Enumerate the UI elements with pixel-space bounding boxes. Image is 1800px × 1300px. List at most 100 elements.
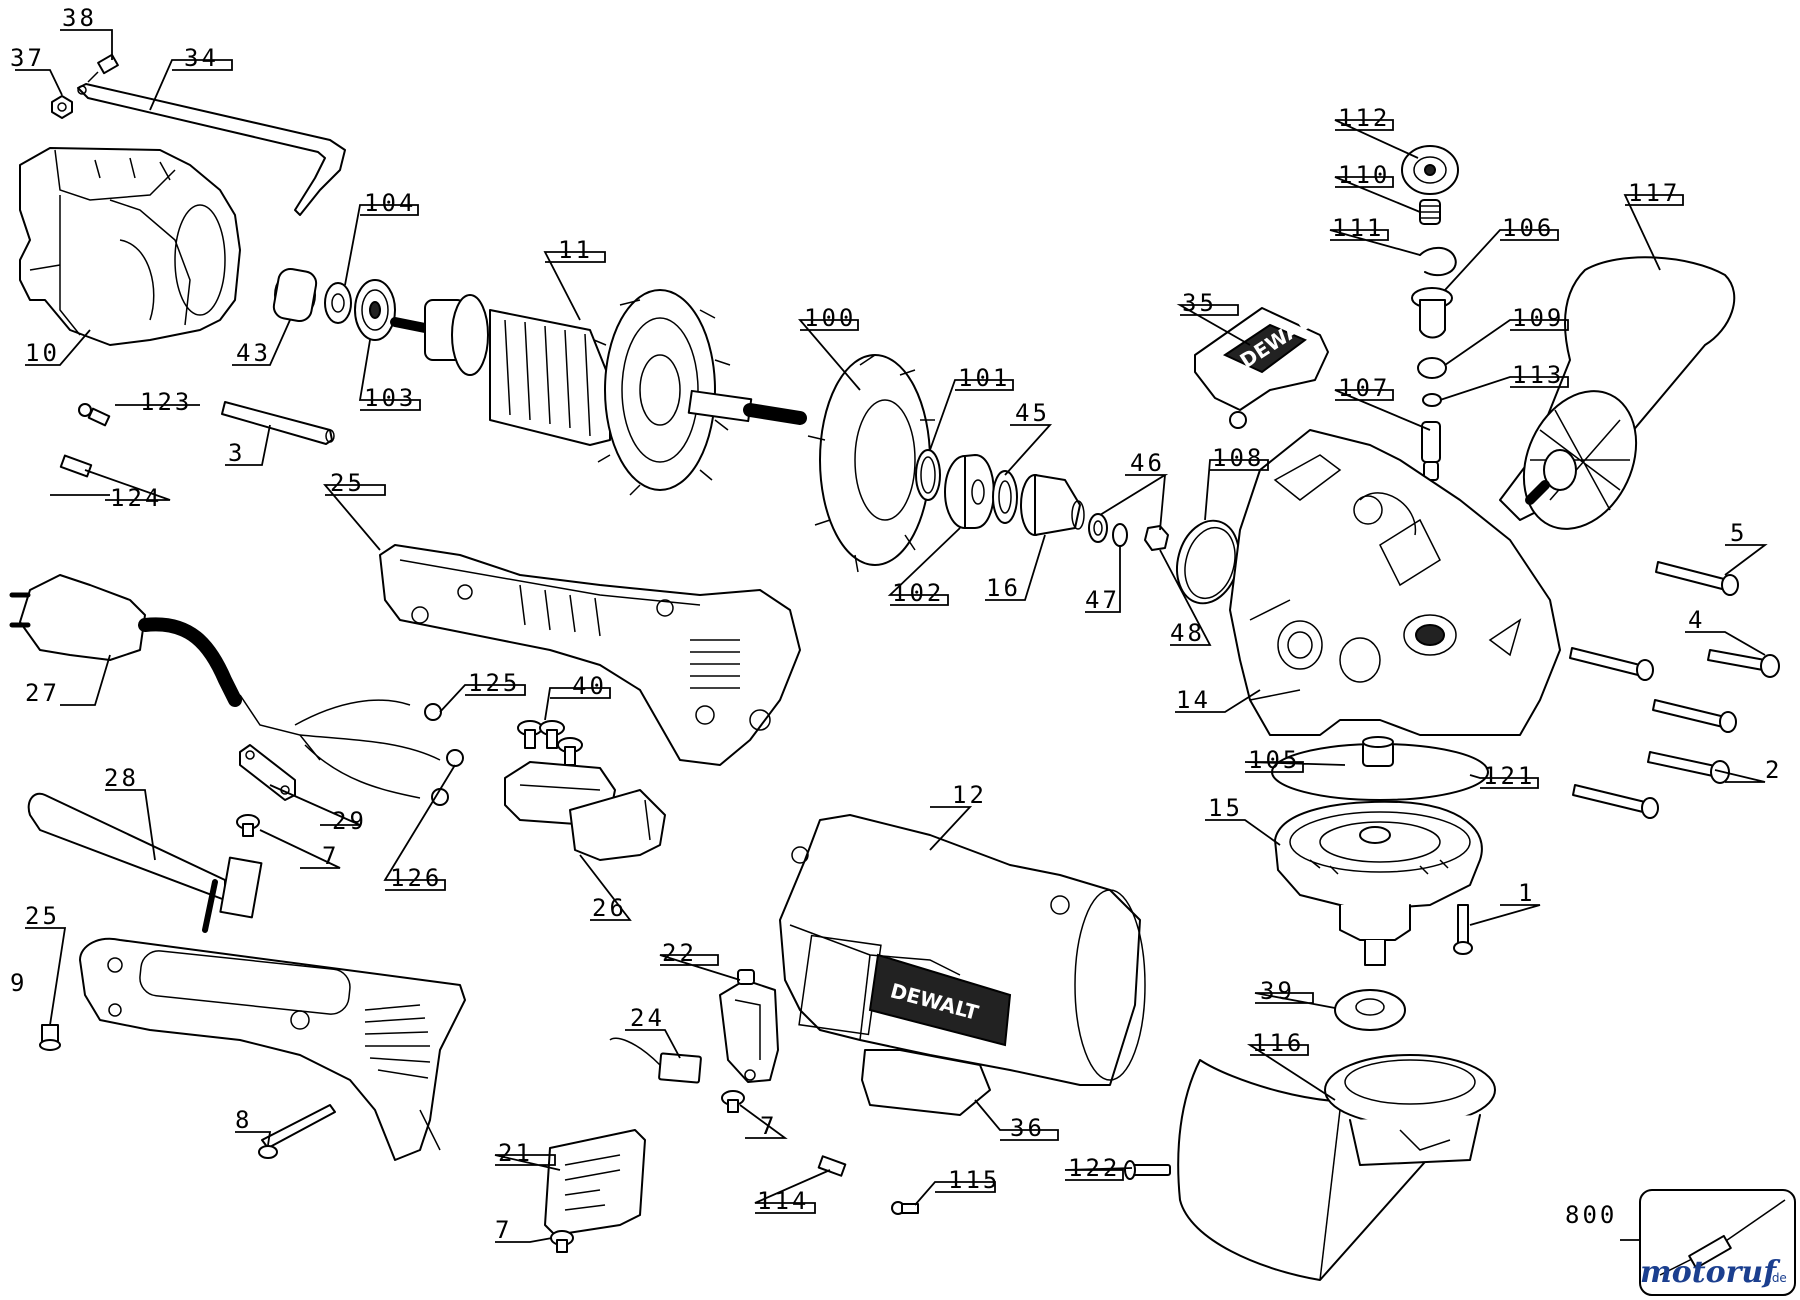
part-screw-mid-2 [1652, 699, 1737, 733]
part-101-circlip [915, 449, 941, 501]
callout-11: 11 [558, 236, 593, 264]
part-106-bushing [1411, 287, 1453, 339]
part-25-handle-half-lower [79, 937, 466, 1161]
callout-124: 124 [110, 484, 162, 512]
part-3-rod [221, 401, 335, 445]
callout-22: 22 [662, 939, 697, 967]
part-35-brand-badge: DEWALT [1194, 304, 1329, 429]
callout-7-a: 7 [322, 842, 339, 870]
callout-109: 109 [1512, 304, 1564, 332]
watermark-suffix: .de [1768, 1271, 1787, 1285]
part-125-terminal [424, 703, 442, 721]
callout-35: 35 [1182, 289, 1217, 317]
callout-3: 3 [228, 439, 245, 467]
callout-10: 10 [25, 339, 60, 367]
part-46-washer [1088, 513, 1108, 543]
part-37-nut [51, 95, 73, 119]
part-39-bearing [1334, 989, 1406, 1031]
part-47-lock-washer [1112, 523, 1128, 547]
callout-123: 123 [140, 388, 192, 416]
callout-48: 48 [1170, 619, 1205, 647]
part-116-wheel-guard [1177, 1054, 1496, 1281]
callout-4: 4 [1688, 606, 1705, 634]
part-9-screw [39, 1024, 61, 1051]
part-15-gear-assembly [1274, 800, 1483, 966]
part-10-field-stator [19, 147, 241, 346]
callout-26: 26 [592, 894, 627, 922]
part-25-handle-half-upper [379, 544, 801, 766]
part-7-screw-c [550, 1230, 574, 1253]
part-29-cord-clamp [239, 744, 296, 801]
part-34-bracket [77, 83, 346, 216]
callout-21: 21 [498, 1139, 533, 1167]
part-114-connector [817, 1155, 847, 1177]
callout-24: 24 [630, 1004, 665, 1032]
part-112-bearing [1401, 145, 1459, 195]
callout-38: 38 [62, 4, 97, 32]
part-1-screw [1453, 904, 1473, 955]
callout-14: 14 [1176, 686, 1211, 714]
part-102-bearing [944, 454, 995, 529]
part-24-carbon-brush [609, 1037, 702, 1084]
callout-46: 46 [1130, 449, 1165, 477]
callout-113: 113 [1512, 361, 1564, 389]
callout-114: 114 [757, 1187, 809, 1215]
part-40-screws [517, 720, 583, 766]
callout-2: 2 [1765, 756, 1782, 784]
callout-5: 5 [1730, 519, 1747, 547]
callout-16: 16 [986, 574, 1021, 602]
leader-lines [15, 29, 1768, 1243]
part-110-spring [1419, 199, 1441, 225]
part-2-screw [1647, 751, 1730, 784]
part-5-screw [1655, 561, 1739, 596]
callout-29: 29 [332, 807, 367, 835]
callout-7-b: 7 [760, 1112, 777, 1140]
part-109-ring [1417, 357, 1447, 379]
callout-125: 125 [468, 669, 520, 697]
callout-9: 9 [10, 969, 27, 997]
callout-12: 12 [952, 781, 987, 809]
part-122-screw [1124, 1160, 1171, 1180]
part-105-bushing [1362, 736, 1394, 767]
part-123-terminal [78, 403, 111, 427]
callout-105: 105 [1248, 746, 1300, 774]
callout-27: 27 [25, 679, 60, 707]
part-115-terminal [891, 1201, 919, 1215]
part-38-screw [87, 53, 119, 83]
part-107-pin [1421, 421, 1441, 481]
part-11-armature [390, 289, 807, 496]
callout-107: 107 [1338, 374, 1390, 402]
part-111-clip [1419, 246, 1457, 277]
part-21-vent-cover [544, 1129, 646, 1236]
callout-108: 108 [1212, 444, 1264, 472]
part-117-side-handle [1499, 256, 1736, 530]
callout-121: 121 [1483, 762, 1535, 790]
callout-40: 40 [572, 672, 607, 700]
callout-1: 1 [1518, 879, 1535, 907]
callout-25-lower: 25 [25, 902, 60, 930]
part-12-motor-housing: DEWALT [779, 814, 1146, 1086]
part-100-fan-baffle [807, 354, 939, 573]
callout-34: 34 [184, 44, 219, 72]
part-113-ring [1422, 393, 1442, 407]
part-7-screw-a [236, 814, 260, 837]
part-126-terminal-1 [446, 749, 464, 767]
callout-115: 115 [948, 1166, 1000, 1194]
callout-106: 106 [1502, 214, 1554, 242]
part-4-screw [1707, 649, 1780, 678]
callout-110: 110 [1338, 161, 1390, 189]
part-48-nut [1144, 525, 1169, 551]
callout-104: 104 [364, 189, 416, 217]
callout-101: 101 [958, 364, 1010, 392]
callout-15: 15 [1208, 794, 1243, 822]
part-26-switch [504, 761, 666, 861]
callout-39: 39 [1260, 977, 1295, 1005]
part-27-power-cord-plug [9, 574, 441, 799]
callout-116: 116 [1252, 1029, 1304, 1057]
callout-28: 28 [104, 764, 139, 792]
part-800-inset-box [1639, 1189, 1796, 1296]
callout-36: 36 [1010, 1114, 1045, 1142]
callout-47: 47 [1085, 586, 1120, 614]
part-104-ring [324, 282, 352, 324]
